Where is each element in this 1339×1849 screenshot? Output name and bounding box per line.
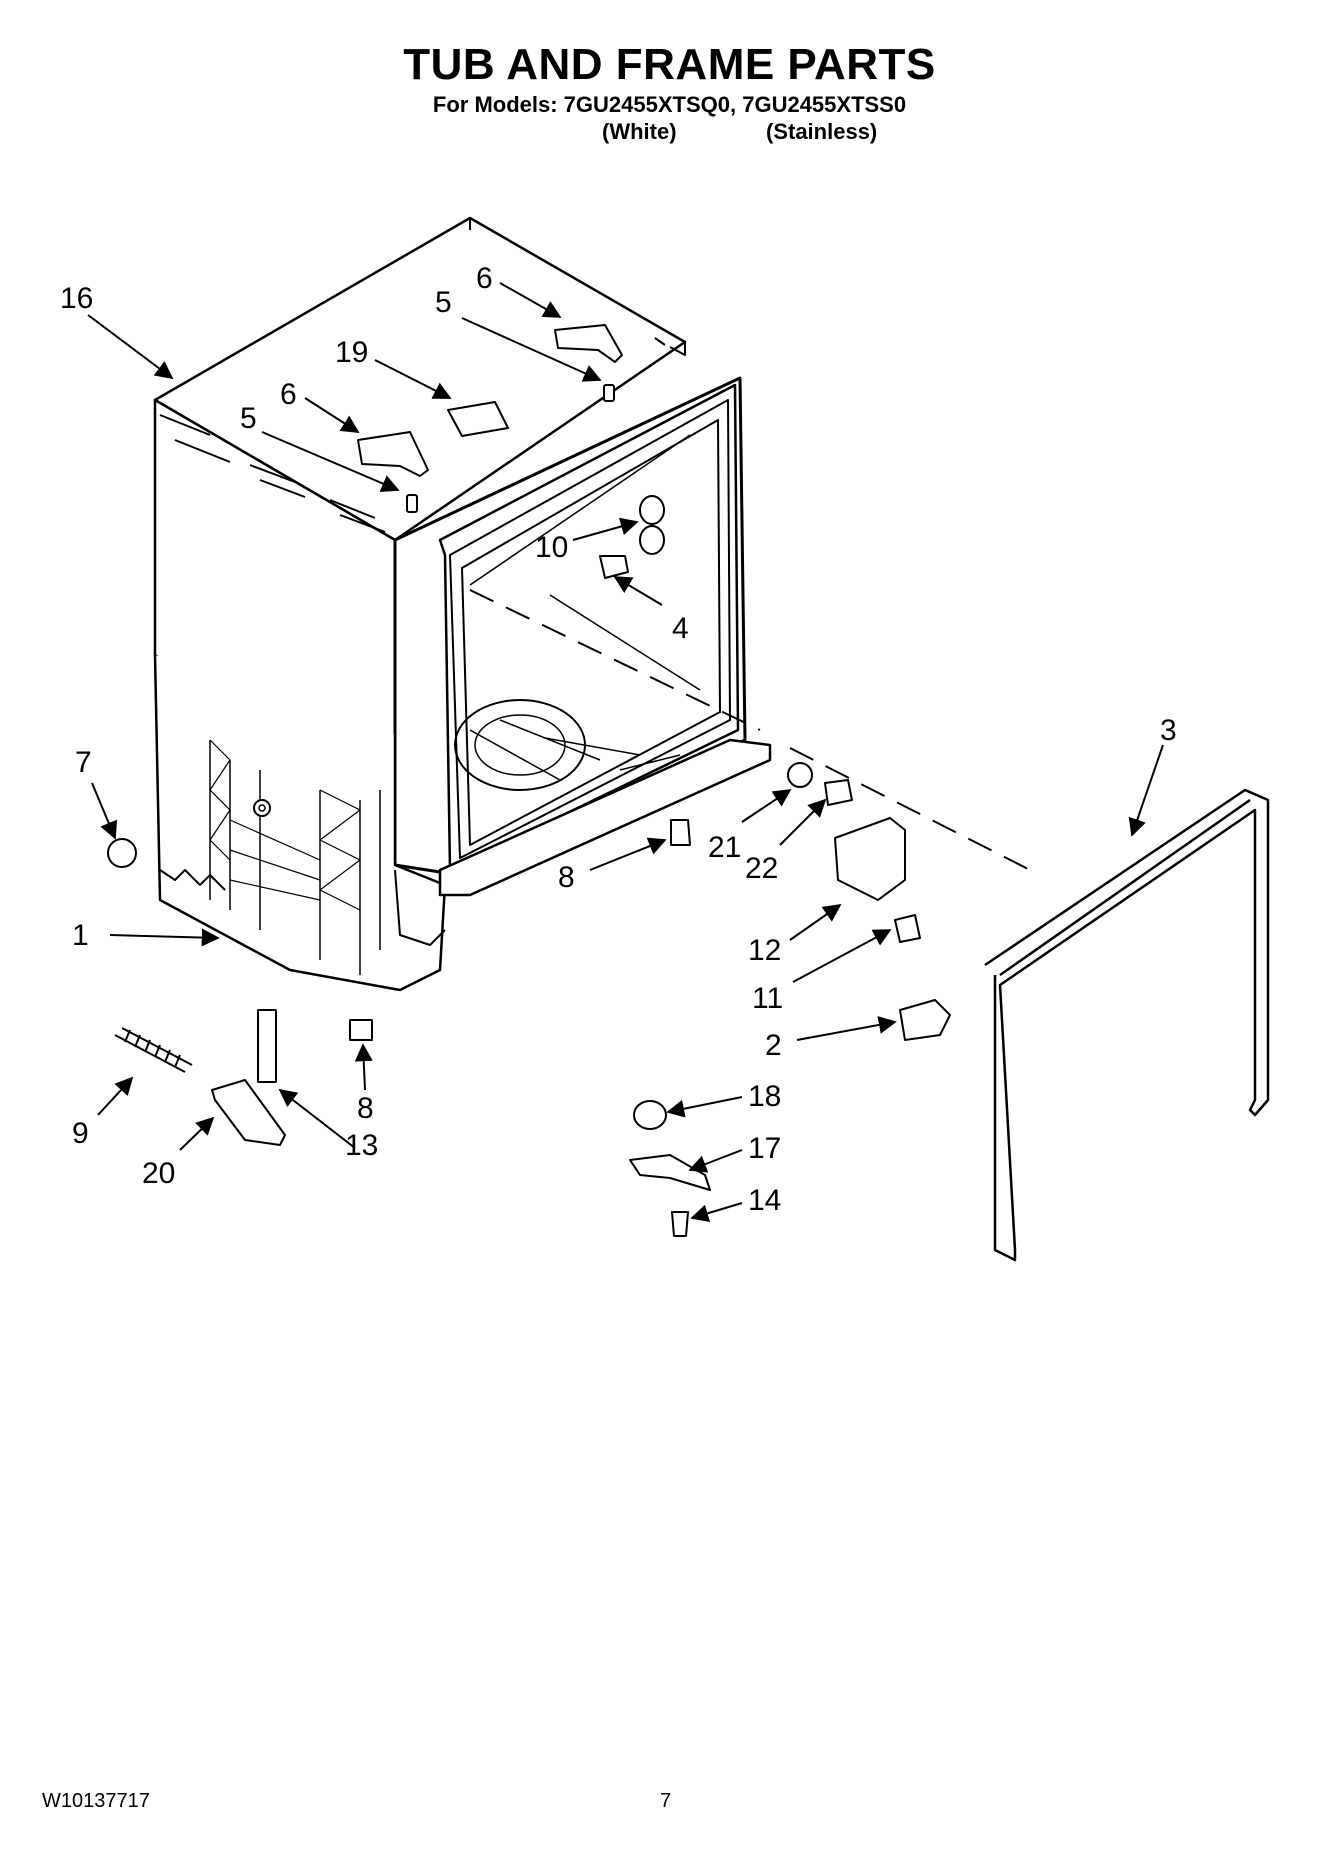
callout-6-top: 6 bbox=[476, 262, 493, 295]
callout-9: 9 bbox=[72, 1117, 89, 1150]
callout-10: 10 bbox=[535, 531, 568, 564]
part-12-bracket bbox=[834, 817, 906, 901]
part-2-clip bbox=[899, 999, 951, 1041]
callout-20: 20 bbox=[142, 1157, 175, 1190]
callout-22: 22 bbox=[745, 852, 778, 885]
part-19-tag bbox=[447, 401, 509, 437]
callout-5-left: 5 bbox=[240, 402, 257, 435]
part-11-screw bbox=[894, 914, 921, 943]
part-5-screw-left bbox=[406, 494, 418, 513]
alignment-dash-line bbox=[469, 589, 1031, 871]
callout-5-top: 5 bbox=[435, 286, 452, 319]
page-title: TUB AND FRAME PARTS bbox=[403, 40, 936, 89]
callout-21: 21 bbox=[708, 831, 741, 864]
part-14-screw bbox=[671, 1211, 689, 1237]
part-22-screw bbox=[824, 779, 853, 806]
variant-white-label: (White) bbox=[602, 119, 677, 144]
part-20-pad bbox=[211, 1079, 286, 1146]
callout-1: 1 bbox=[72, 919, 89, 952]
callout-labels: 16 6 5 19 6 5 10 4 3 7 1 8 21 22 12 11 2… bbox=[60, 262, 1177, 1217]
callout-7: 7 bbox=[75, 746, 92, 779]
part-21-washer bbox=[787, 762, 813, 788]
tub-base-frame bbox=[153, 654, 447, 992]
part-6-bracket-right bbox=[554, 324, 623, 363]
small-parts bbox=[107, 324, 951, 1237]
part-7-cap bbox=[107, 838, 137, 868]
callout-14: 14 bbox=[748, 1184, 781, 1217]
callout-8-mid: 8 bbox=[558, 861, 575, 894]
part-9-spring bbox=[114, 1027, 193, 1073]
callout-18: 18 bbox=[748, 1080, 781, 1113]
callout-4: 4 bbox=[672, 612, 689, 645]
part-5-screw-right bbox=[603, 384, 615, 402]
part-10-nut-top bbox=[639, 495, 665, 525]
part-3-gasket bbox=[984, 788, 1270, 1262]
part-17-bracket bbox=[629, 1154, 711, 1191]
part-4-screw bbox=[599, 555, 629, 579]
callout-19: 19 bbox=[335, 336, 368, 369]
callout-11: 11 bbox=[752, 982, 783, 1015]
models-line: For Models: 7GU2455XTSQ0, 7GU2455XTSS0 bbox=[432, 92, 907, 117]
callout-12: 12 bbox=[748, 934, 781, 967]
part-13-strip bbox=[257, 1009, 277, 1083]
page-number: 7 bbox=[660, 1790, 672, 1812]
callout-6-left: 6 bbox=[280, 378, 297, 411]
leader-lines bbox=[87, 282, 1164, 1222]
variant-stainless-label: (Stainless) bbox=[766, 119, 878, 144]
part-8-foot-bottom bbox=[349, 1019, 373, 1041]
callout-3: 3 bbox=[1160, 714, 1177, 747]
part-8-foot-mid bbox=[670, 819, 691, 846]
part-18-thermostat bbox=[633, 1100, 667, 1130]
document-number: W10137717 bbox=[42, 1790, 150, 1812]
callout-8-bottom: 8 bbox=[357, 1092, 374, 1125]
callout-17: 17 bbox=[748, 1132, 781, 1165]
callout-16: 16 bbox=[60, 282, 93, 315]
part-6-bracket-left bbox=[357, 431, 429, 477]
tub-assembly bbox=[153, 216, 772, 992]
callout-2: 2 bbox=[765, 1029, 782, 1062]
part-10-nut-bottom bbox=[639, 525, 665, 555]
callout-13: 13 bbox=[345, 1129, 378, 1162]
